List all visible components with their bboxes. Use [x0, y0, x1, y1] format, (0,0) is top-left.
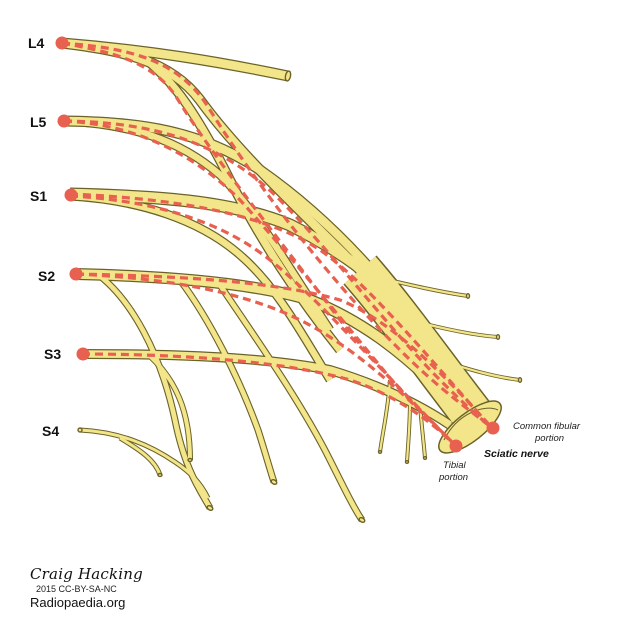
root-label-s1: S1	[30, 188, 47, 204]
l5-origin-dot	[57, 114, 71, 128]
site-name: Radiopaedia.org	[30, 595, 126, 610]
l4-origin-dot	[55, 36, 69, 50]
tract-endpoints	[55, 36, 500, 453]
s3-tibial-tract	[81, 352, 458, 448]
tibial-dot	[449, 439, 463, 453]
s2-tibial-tract	[75, 272, 458, 448]
tibial-label-line2: portion	[438, 472, 468, 483]
common-fibular-dot	[486, 421, 500, 435]
s2-origin-dot	[69, 267, 83, 281]
s2-branch-b	[177, 277, 278, 484]
l4-fibular-tract	[61, 41, 494, 430]
fibre-tracts	[61, 41, 494, 448]
root-labels: L4 L5 S1 S2 S3 S4	[28, 35, 61, 439]
author-signature: Craig Hacking	[30, 565, 143, 583]
credit-block: Craig Hacking 2015 CC-BY-SA-NC Radiopaed…	[30, 565, 143, 610]
tibial-label-line1: Tibial	[443, 460, 467, 471]
common-fibular-label-line1: Common fibular	[513, 421, 581, 432]
license-text: 2015 CC-BY-SA-NC	[36, 584, 117, 594]
s1-origin-dot	[64, 188, 78, 202]
nerve-cut-ends	[77, 70, 523, 523]
nerve-fills	[61, 38, 521, 522]
root-label-s4: S4	[42, 423, 59, 439]
annotations: Common fibular portion Sciatic nerve Tib…	[438, 421, 581, 483]
sciatic-nerve-label: Sciatic nerve	[484, 448, 549, 460]
s2-fibular-tract	[75, 272, 494, 430]
root-label-s3: S3	[44, 346, 61, 362]
common-fibular-label-line2: portion	[534, 433, 564, 444]
l5-fibular-tract	[63, 119, 494, 430]
root-label-l5: L5	[30, 114, 47, 130]
root-label-l4: L4	[28, 35, 45, 51]
s1-fibular-tract	[69, 192, 494, 430]
s1-tibial-tract	[69, 194, 458, 448]
root-label-s2: S2	[38, 268, 55, 284]
s3-origin-dot	[76, 347, 90, 361]
